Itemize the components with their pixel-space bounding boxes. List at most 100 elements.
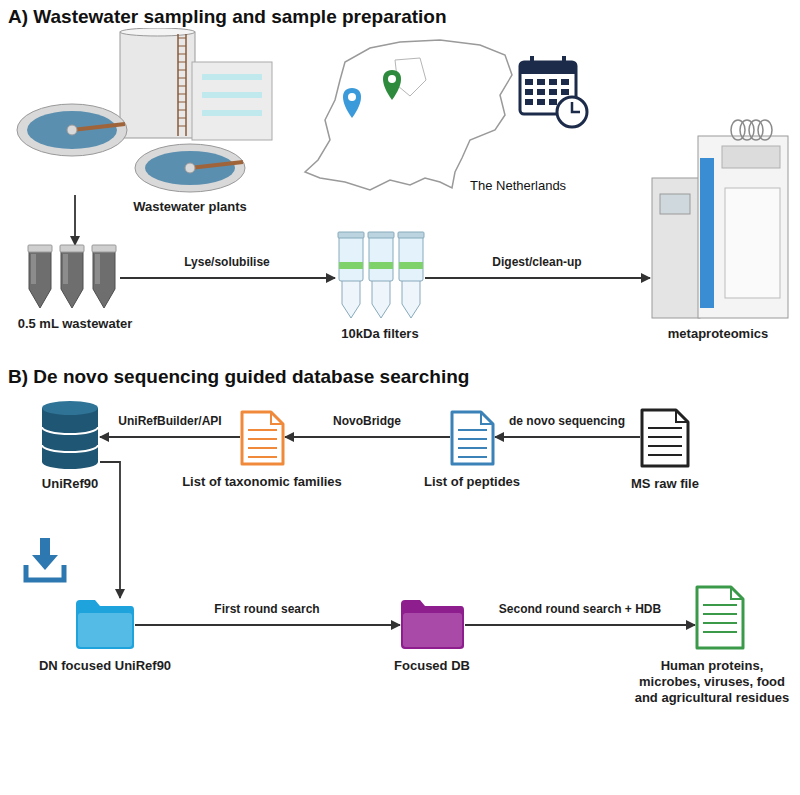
node-caption: 0.5 mL wastewater: [18, 316, 133, 332]
flow-arrow: [425, 277, 650, 279]
calendar-day: [537, 79, 545, 85]
illustration-part: [178, 102, 186, 103]
document-icon: List of peptides: [450, 410, 495, 466]
illustration-part: [698, 136, 788, 318]
calendar-day: [549, 89, 557, 95]
illustration-part: [339, 235, 363, 281]
illustration-part: [458, 447, 487, 449]
illustration-part: [17, 104, 127, 156]
illustration-part: [60, 245, 84, 252]
document-icon: [450, 410, 495, 466]
illustration-part: [703, 622, 737, 624]
illustration-part: [648, 445, 682, 447]
edge-label: Second round search + HDB: [497, 602, 663, 616]
map-label: The Netherlands: [470, 178, 566, 193]
edge-label: UniRefBuilder/API: [116, 414, 223, 428]
folder-icon: Focused DB: [400, 598, 465, 650]
document-icon: [240, 410, 285, 466]
illustration-part: [72, 124, 125, 130]
folder-icon: [400, 598, 465, 650]
illustration-part: [676, 410, 688, 422]
illustration-part: [178, 118, 186, 119]
pin-dot: [348, 93, 356, 101]
illustration-part: [178, 94, 186, 95]
illustration-part: [145, 151, 235, 185]
illustration-part: [652, 178, 700, 318]
document-icon: [640, 408, 690, 468]
node-caption: MS raw file: [631, 476, 699, 492]
node-caption: Focused DB: [394, 658, 470, 674]
illustration-part: [722, 146, 780, 168]
illustration-part: [368, 232, 394, 238]
illustration-part: [700, 158, 714, 308]
illustration-part: [458, 429, 487, 431]
illustration-part: [185, 163, 195, 173]
illustration-part: [27, 111, 117, 149]
section-heading: A) Wastewater sampling and sample prepar…: [8, 6, 447, 28]
illustration-part: [660, 194, 690, 214]
calendar-icon: [520, 56, 587, 127]
illustration-part: [271, 412, 283, 424]
flow-arrow: [74, 195, 76, 245]
illustration-part: [31, 254, 36, 284]
edge-label: de novo sequencing: [507, 414, 627, 428]
illustration-part: [369, 235, 393, 281]
illustration-part: [93, 251, 115, 308]
edge-label: Digest/clean-up: [490, 255, 583, 269]
flow-arrow: [100, 462, 120, 598]
calendar-day: [525, 99, 533, 105]
illustration-part: [458, 456, 487, 458]
illustration-part: [63, 254, 68, 284]
flow-arrow: [135, 624, 400, 626]
sample-tubes: 0.5 mL wastewater: [25, 245, 120, 310]
calendar-day: [561, 89, 569, 95]
illustration-part: [178, 54, 186, 55]
illustration-part: [372, 280, 390, 318]
illustration-part: [185, 34, 187, 136]
sample-tubes: [25, 245, 120, 310]
illustration-part: [178, 62, 186, 63]
location-pin: [343, 88, 361, 118]
plant-illustration: Wastewater plants: [10, 28, 275, 195]
illustration-part: [192, 62, 272, 140]
download-tray: [26, 565, 64, 580]
mass-spectrometer: metaproteomics: [650, 118, 790, 320]
calendar-day: [525, 89, 533, 95]
pin-dot: [388, 75, 396, 83]
illustration-part: [342, 280, 360, 318]
calendar-day: [537, 99, 545, 105]
illustration-part: [399, 262, 423, 269]
illustration-part: [648, 454, 682, 456]
map-outline: [305, 40, 512, 190]
illustration-part: [248, 438, 277, 440]
calendar-day: [525, 79, 533, 85]
node-caption: Wastewater plants: [133, 199, 247, 215]
illustration-part: [481, 412, 493, 424]
clock-face: [557, 97, 587, 127]
node-caption: metaproteomics: [668, 326, 768, 342]
illustration-part: [248, 429, 277, 431]
node-caption: 10kDa filters: [341, 326, 418, 342]
filter-tubes: [335, 232, 425, 320]
illustration-part: [78, 613, 132, 647]
flow-arrow: [100, 436, 240, 438]
illustration-part: [190, 162, 243, 168]
illustration-part: [42, 427, 98, 434]
calendar-ring: [530, 56, 534, 66]
illustration-part: [403, 613, 462, 647]
treatment-plant: [10, 28, 275, 195]
edge-label: NovoBridge: [331, 414, 403, 428]
illustration-part: [178, 46, 186, 47]
edge-label: Lyse/solubilise: [182, 255, 272, 269]
illustration-part: [95, 254, 100, 284]
illustration-part: [120, 32, 195, 138]
calendar-day: [537, 89, 545, 95]
document-icon: MS raw file: [640, 408, 690, 468]
illustration-part: [242, 412, 283, 464]
document-icon: List of taxonomic families: [240, 410, 285, 466]
node-caption: Human proteins, microbes, viruses, food …: [630, 658, 794, 706]
folder-icon: DN focused UniRef90: [75, 598, 135, 650]
database-icon: [40, 400, 100, 470]
illustration-part: [178, 70, 186, 71]
illustration-part: [177, 34, 179, 136]
